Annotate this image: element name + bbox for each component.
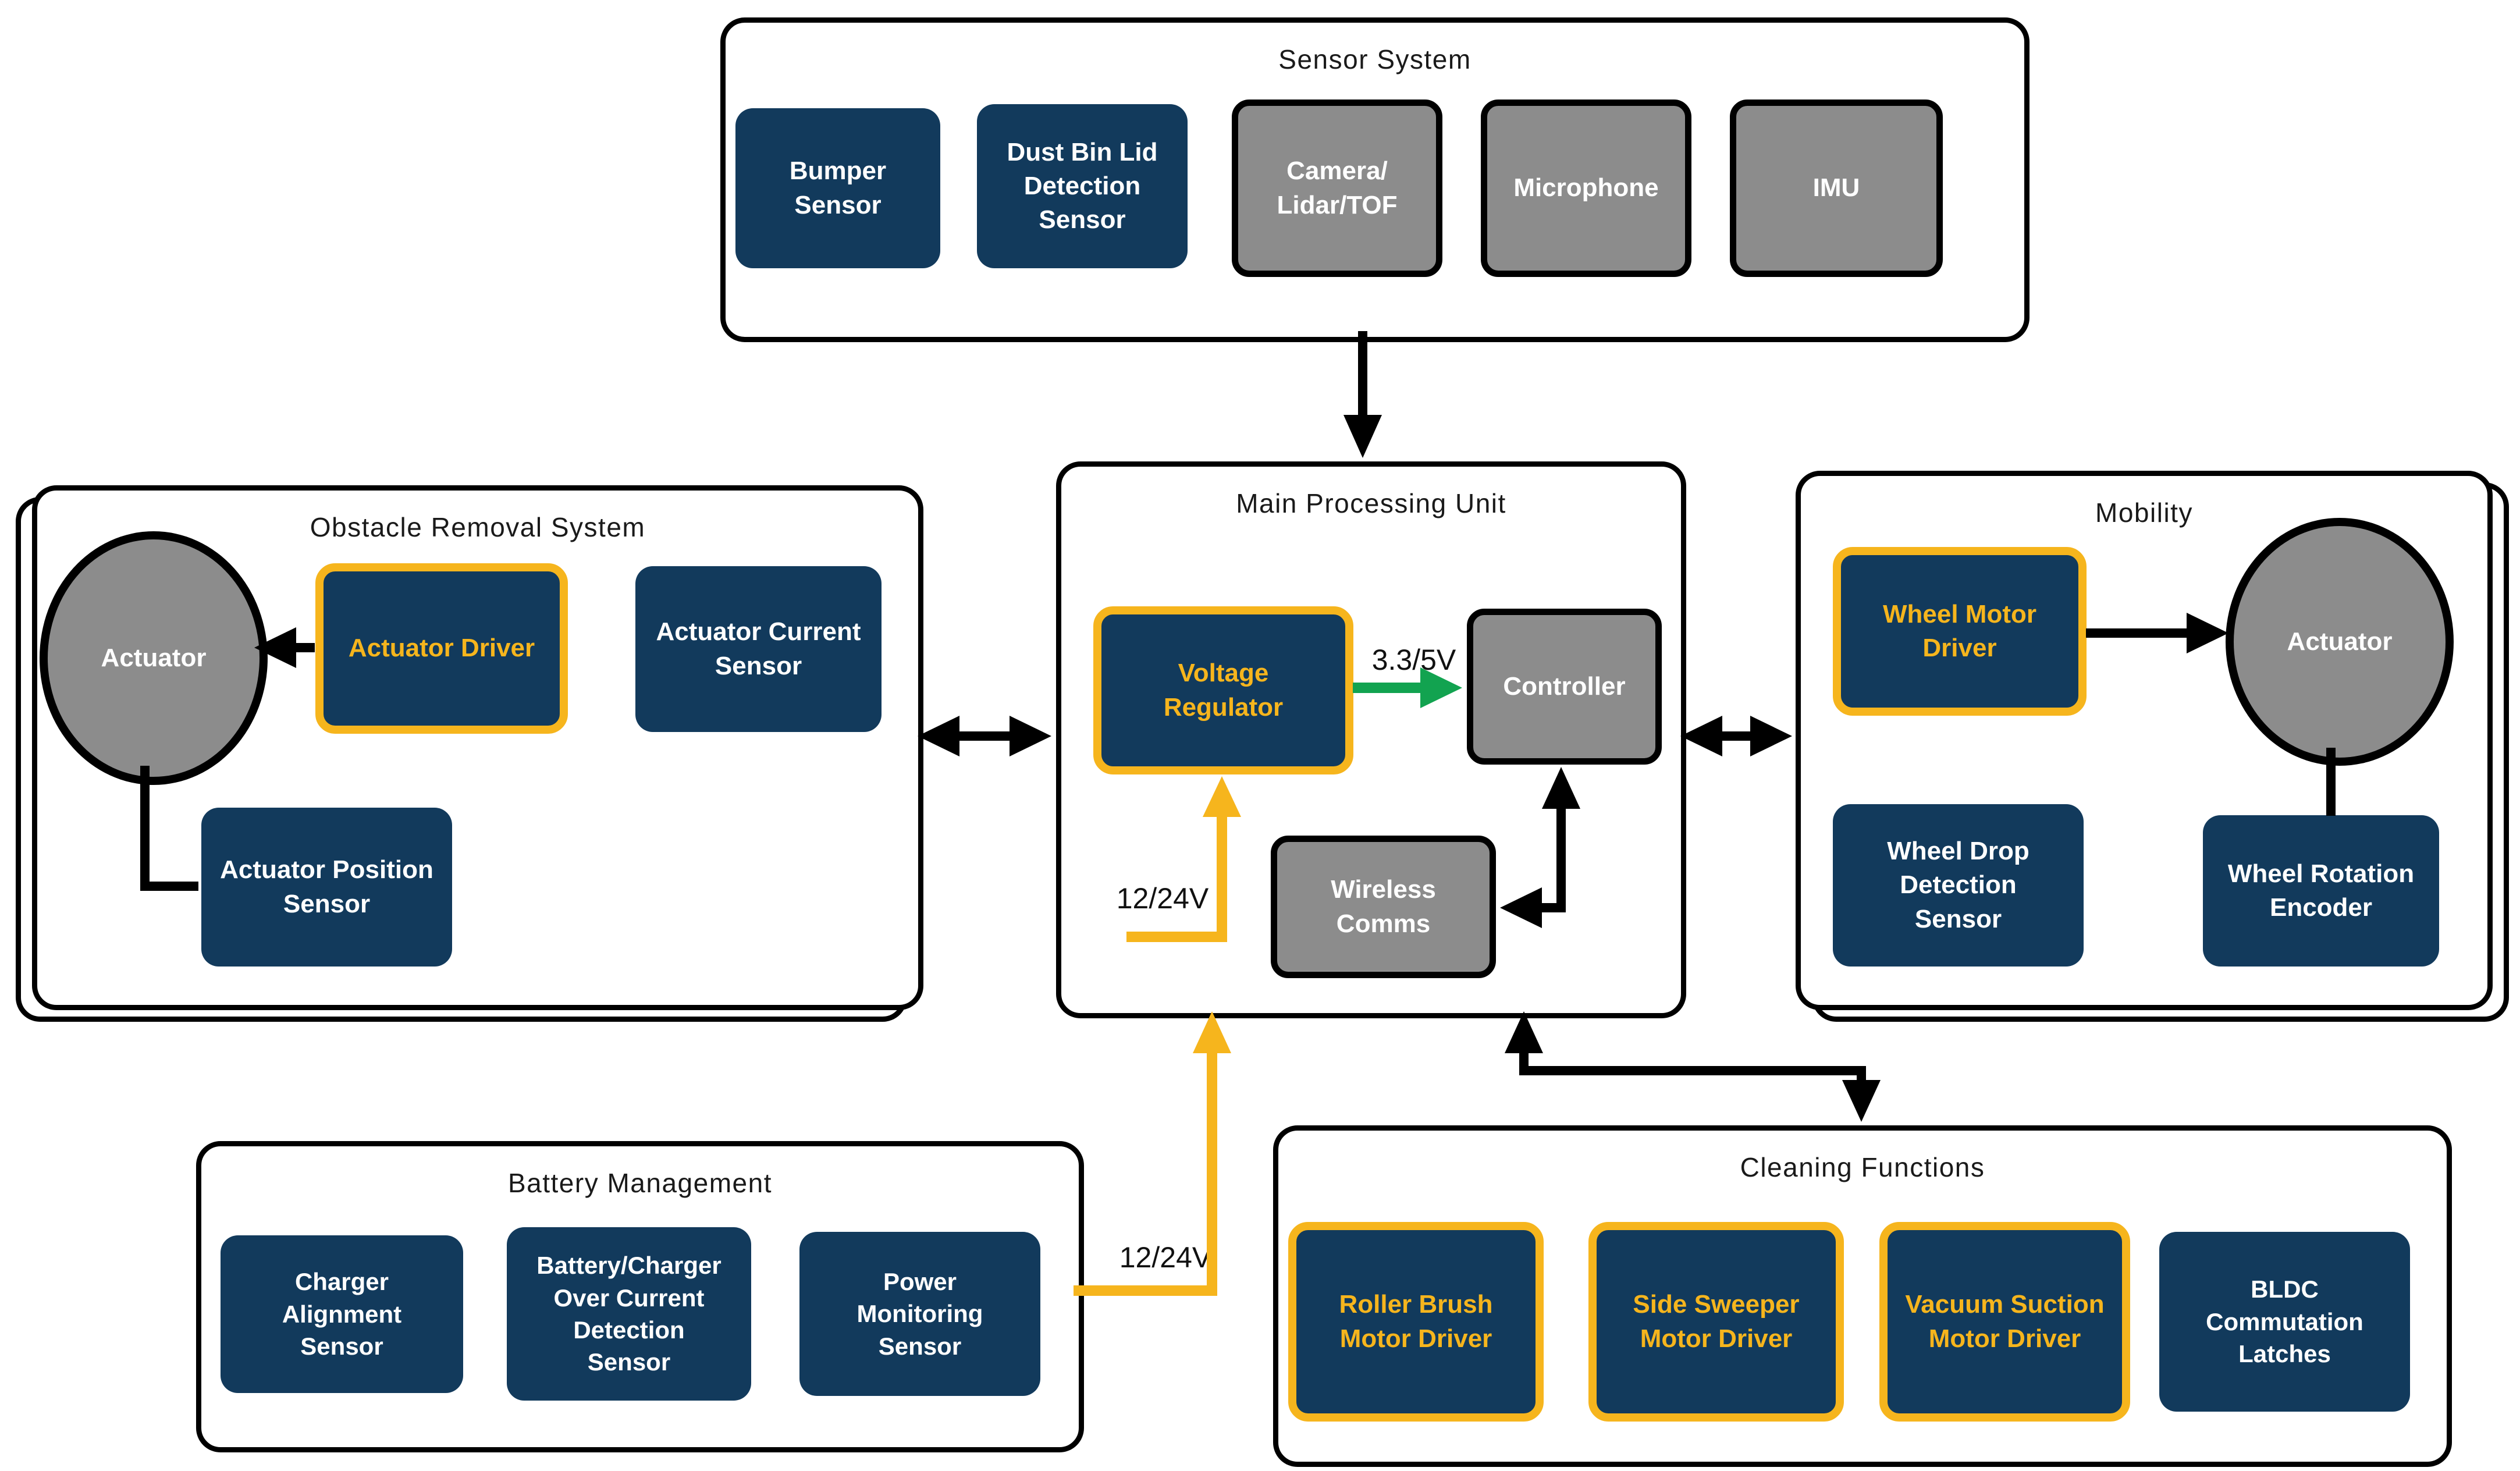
wheel-motor-driver-box: Wheel Motor Driver: [1833, 547, 2087, 716]
sensor-system-panel: Sensor System Bumper Sensor Dust Bin Lid…: [720, 17, 2029, 342]
battery-management-panel: Battery Management Charger Alignment Sen…: [196, 1141, 1084, 1452]
regulated-voltage-label: 3.3/5V: [1371, 644, 1456, 676]
bldc-commutation-latches-box: BLDC Commutation Latches: [2159, 1232, 2410, 1412]
obstacle-removal-panel: Obstacle Removal System Actuator Actuato…: [32, 485, 923, 1010]
arrow-sensor-to-mpu: [1343, 331, 1382, 458]
wireless-comms-box: Wireless Comms: [1271, 836, 1496, 978]
wheel-drop-detection-sensor-box: Wheel Drop Detection Sensor: [1833, 804, 2084, 967]
roller-brush-motor-driver-box: Roller Brush Motor Driver: [1288, 1222, 1544, 1422]
imu-box: IMU: [1730, 100, 1943, 277]
obstacle-actuator-ellipse: Actuator: [40, 531, 268, 785]
mobility-panel: Mobility Wheel Motor Driver Actuator Whe…: [1796, 471, 2493, 1010]
wheel-rotation-encoder-box: Wheel Rotation Encoder: [2203, 815, 2439, 967]
vacuum-suction-motor-driver-box: Vacuum Suction Motor Driver: [1879, 1222, 2130, 1422]
battery-management-title: Battery Management: [507, 1168, 772, 1198]
sensor-system-title: Sensor System: [1278, 44, 1472, 74]
actuator-current-sensor-box: Actuator Current Sensor: [635, 566, 882, 732]
voltage-regulator-box: Voltage Regulator: [1093, 606, 1353, 774]
arrowhead-down-icon: [1343, 415, 1382, 458]
microphone-box: Microphone: [1481, 100, 1691, 277]
bumper-sensor-box: Bumper Sensor: [735, 108, 940, 268]
cleaning-functions-title: Cleaning Functions: [1740, 1152, 1985, 1182]
cleaning-functions-panel: Cleaning Functions Roller Brush Motor Dr…: [1273, 1125, 2452, 1467]
battery-charger-over-current-detection-sensor-box: Battery/Charger Over Current Detection S…: [507, 1227, 751, 1401]
arrow-mpu-mobility-bidirectional: [1680, 716, 1792, 756]
mobility-title: Mobility: [2095, 498, 2193, 528]
arrowhead-right-icon: [1010, 716, 1051, 756]
main-processing-unit-title: Main Processing Unit: [1236, 488, 1506, 518]
mobility-actuator-ellipse: Actuator: [2226, 518, 2454, 766]
charger-alignment-sensor-box: Charger Alignment Sensor: [221, 1235, 463, 1393]
camera-lidar-tof-box: Camera/ Lidar/TOF: [1232, 100, 1442, 277]
obstacle-removal-title: Obstacle Removal System: [310, 512, 646, 542]
arrowhead-right-icon: [1750, 716, 1792, 756]
main-processing-unit-panel: Main Processing Unit Voltage Regulator C…: [1056, 461, 1686, 1018]
power-monitoring-sensor-box: Power Monitoring Sensor: [799, 1232, 1040, 1396]
battery-supply-voltage-label: 12/24V: [1119, 1241, 1212, 1274]
input-voltage-label-inside-mpu: 12/24V: [1116, 882, 1209, 915]
actuator-driver-box: Actuator Driver: [315, 563, 568, 734]
arrowhead-down-icon: [1842, 1080, 1881, 1122]
actuator-position-sensor-box: Actuator Position Sensor: [201, 808, 452, 967]
arrowhead-left-icon: [918, 716, 959, 756]
side-sweeper-motor-driver-box: Side Sweeper Motor Driver: [1588, 1222, 1844, 1422]
dust-bin-lid-detection-sensor-box: Dust Bin Lid Detection Sensor: [977, 104, 1188, 268]
arrow-mpu-cleaning-bidirectional: [1505, 1011, 1881, 1122]
arrow-obstacle-mpu-bidirectional: [918, 716, 1051, 756]
controller-box: Controller: [1467, 609, 1662, 765]
arrowhead-left-icon: [1680, 716, 1722, 756]
